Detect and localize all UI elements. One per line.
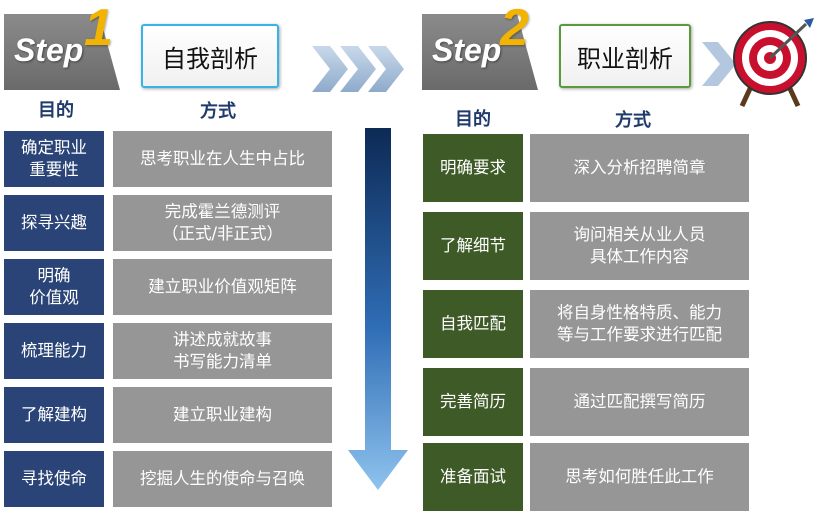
chevron-right-icon (312, 42, 404, 96)
left-row-3-purpose: 明确 价值观 (4, 259, 104, 315)
left-row-4-method: 讲述成就故事 书写能力清单 (113, 323, 332, 379)
right-row-5-purpose: 准备面试 (423, 443, 523, 511)
right-row-2-method: 询问相关从业人员 具体工作内容 (530, 212, 749, 280)
left-row-5-method: 建立职业建构 (113, 387, 332, 443)
step-2-word: Step (432, 32, 502, 68)
step-1-word: Step (14, 32, 84, 68)
right-row-1-purpose: 明确要求 (423, 134, 523, 202)
right-row-3-purpose: 自我匹配 (423, 290, 523, 358)
step-1-number: 1 (84, 0, 113, 57)
right-row-2-purpose: 了解细节 (423, 212, 523, 280)
step-1-badge (4, 14, 120, 90)
left-row-3-method: 建立职业价值观矩阵 (113, 259, 332, 315)
left-row-1-method: 思考职业在人生中占比 (113, 131, 332, 187)
right-row-5-method: 思考如何胜任此工作 (530, 443, 749, 511)
step-2-title: 职业剖析 (559, 24, 691, 88)
left-row-1-purpose: 确定职业 重要性 (4, 131, 104, 187)
target-icon (730, 18, 814, 112)
right-purpose-header: 目的 (455, 109, 491, 130)
left-row-4-purpose: 梳理能力 (4, 323, 104, 379)
step-2-number: 2 (500, 0, 529, 57)
left-purpose-header: 目的 (38, 100, 74, 121)
step-2-badge (422, 14, 538, 90)
left-row-6-purpose: 寻找使命 (4, 451, 104, 507)
left-method-header: 方式 (200, 101, 236, 122)
step-1-title: 自我剖析 (141, 24, 279, 88)
left-row-2-method: 完成霍兰德测评 （正式/非正式） (113, 195, 332, 251)
right-method-header: 方式 (615, 110, 651, 131)
right-row-4-purpose: 完善简历 (423, 368, 523, 436)
arrow-down-icon (348, 128, 408, 496)
right-row-3-method: 将自身性格特质、能力 等与工作要求进行匹配 (530, 290, 749, 358)
right-row-4-method: 通过匹配撰写简历 (530, 368, 749, 436)
left-row-5-purpose: 了解建构 (4, 387, 104, 443)
left-row-2-purpose: 探寻兴趣 (4, 195, 104, 251)
right-row-1-method: 深入分析招聘简章 (530, 134, 749, 202)
left-row-6-method: 挖掘人生的使命与召唤 (113, 451, 332, 507)
chevron-right-small-icon (702, 40, 736, 88)
